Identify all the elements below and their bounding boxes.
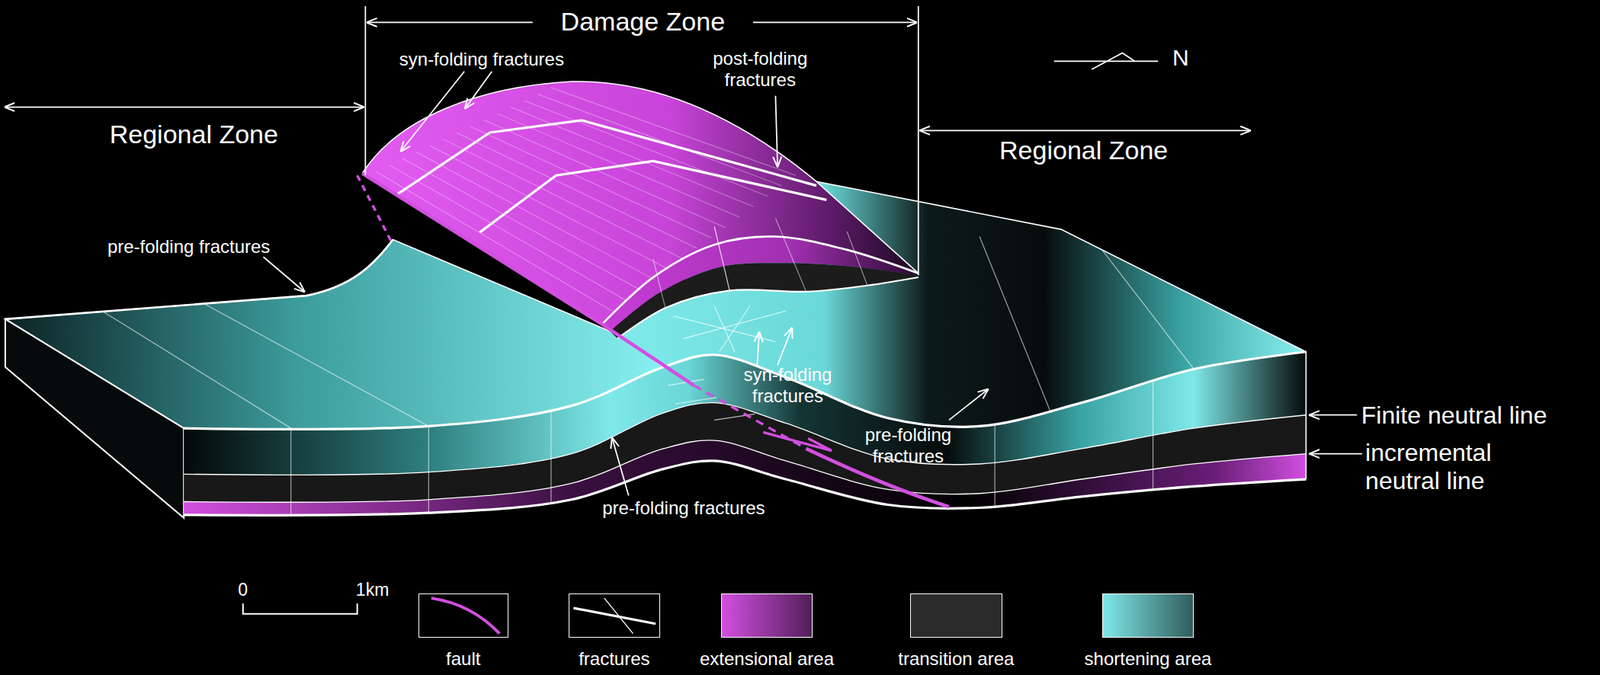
north-arrow (1054, 53, 1159, 70)
leader-line (756, 332, 760, 366)
zone-arrow (367, 22, 533, 24)
fracture-sample (568, 593, 661, 639)
fracture-line (603, 598, 633, 635)
fracture-label: syn-folding fractures (718, 364, 857, 407)
fracture-line (653, 259, 666, 308)
legend-sample (419, 594, 508, 638)
illustration (5, 81, 1306, 519)
legend-label: fault (445, 648, 481, 671)
fracture-label: pre-folding fractures (602, 497, 765, 520)
leader-line (612, 438, 629, 496)
leader-line (949, 389, 988, 421)
fault-line (431, 598, 500, 635)
neutral-line-label: incremental neutral line (1365, 439, 1549, 496)
fracture-line (388, 164, 626, 301)
layer-edge (816, 181, 1306, 480)
post-folding-fracture (479, 160, 827, 233)
slip-arrow (763, 432, 832, 451)
layer-edge (617, 277, 919, 339)
fracture-line (683, 311, 786, 339)
fracture-line (290, 428, 292, 514)
leader-line (1310, 414, 1358, 417)
layer-edge (602, 236, 919, 324)
zone-arrow (753, 22, 917, 24)
scale-bar (243, 603, 358, 614)
zone-boundary (917, 6, 920, 276)
fault-line (357, 175, 394, 245)
zone-arrow (920, 129, 1250, 132)
fracture-line (714, 226, 730, 291)
leader-line (1310, 453, 1363, 456)
legend-label: transition area (897, 648, 1014, 671)
leader-line (263, 256, 305, 292)
leader-line (400, 71, 465, 151)
fracture-line (979, 237, 1052, 414)
fault-sample (418, 593, 509, 639)
fracture-line (442, 139, 683, 260)
fracture-line (775, 218, 806, 292)
fracture-label: pre-folding fractures (107, 236, 270, 258)
legend-label: extensional area (699, 648, 834, 671)
legend-swatch (1102, 593, 1194, 639)
fracture-line (994, 425, 996, 507)
layer-edge (362, 81, 918, 274)
north-label: N (1172, 44, 1190, 72)
legend-sample (569, 594, 660, 638)
fracture-line (714, 226, 730, 291)
fracture-label: syn-folding fractures (399, 48, 565, 71)
fracture-line (375, 171, 613, 312)
fracture-line (456, 132, 697, 249)
fracture-label: pre-folding fractures (837, 424, 979, 467)
fracture-line (102, 311, 292, 429)
fracture-line (204, 304, 429, 427)
fracture-line (483, 119, 725, 228)
zone-arrow (5, 106, 364, 109)
fracture-line (470, 126, 712, 239)
annotations (5, 6, 1363, 615)
fracture-line (846, 231, 868, 286)
leader-line (775, 96, 778, 167)
neutral-line-label: Finite neutral line (1361, 400, 1548, 430)
zone-title: Regional Zone (999, 136, 1168, 167)
leader-line (465, 71, 493, 109)
legend-label: shortening area (1084, 648, 1213, 671)
fault-line (362, 173, 694, 386)
fracture-label: post-folding fractures (683, 48, 837, 90)
leader-line (777, 328, 792, 366)
layer-edge (183, 352, 1306, 430)
legend-label: fractures (578, 648, 650, 671)
legend-swatch (910, 593, 1002, 639)
left-side-face (5, 319, 184, 519)
scale-label: 1km (355, 580, 389, 600)
fracture-line (1102, 250, 1194, 370)
scale-label: 0 (237, 580, 248, 600)
layer-edge (183, 440, 1306, 503)
zone-title: Damage Zone (561, 7, 725, 38)
zone-boundary (364, 6, 366, 176)
fracture-line (719, 306, 751, 353)
fracture-line (551, 87, 796, 176)
fracture-line (416, 152, 655, 281)
legend-swatch (721, 593, 812, 639)
zone-title: Regional Zone (109, 119, 279, 150)
fracture-line (524, 100, 769, 197)
